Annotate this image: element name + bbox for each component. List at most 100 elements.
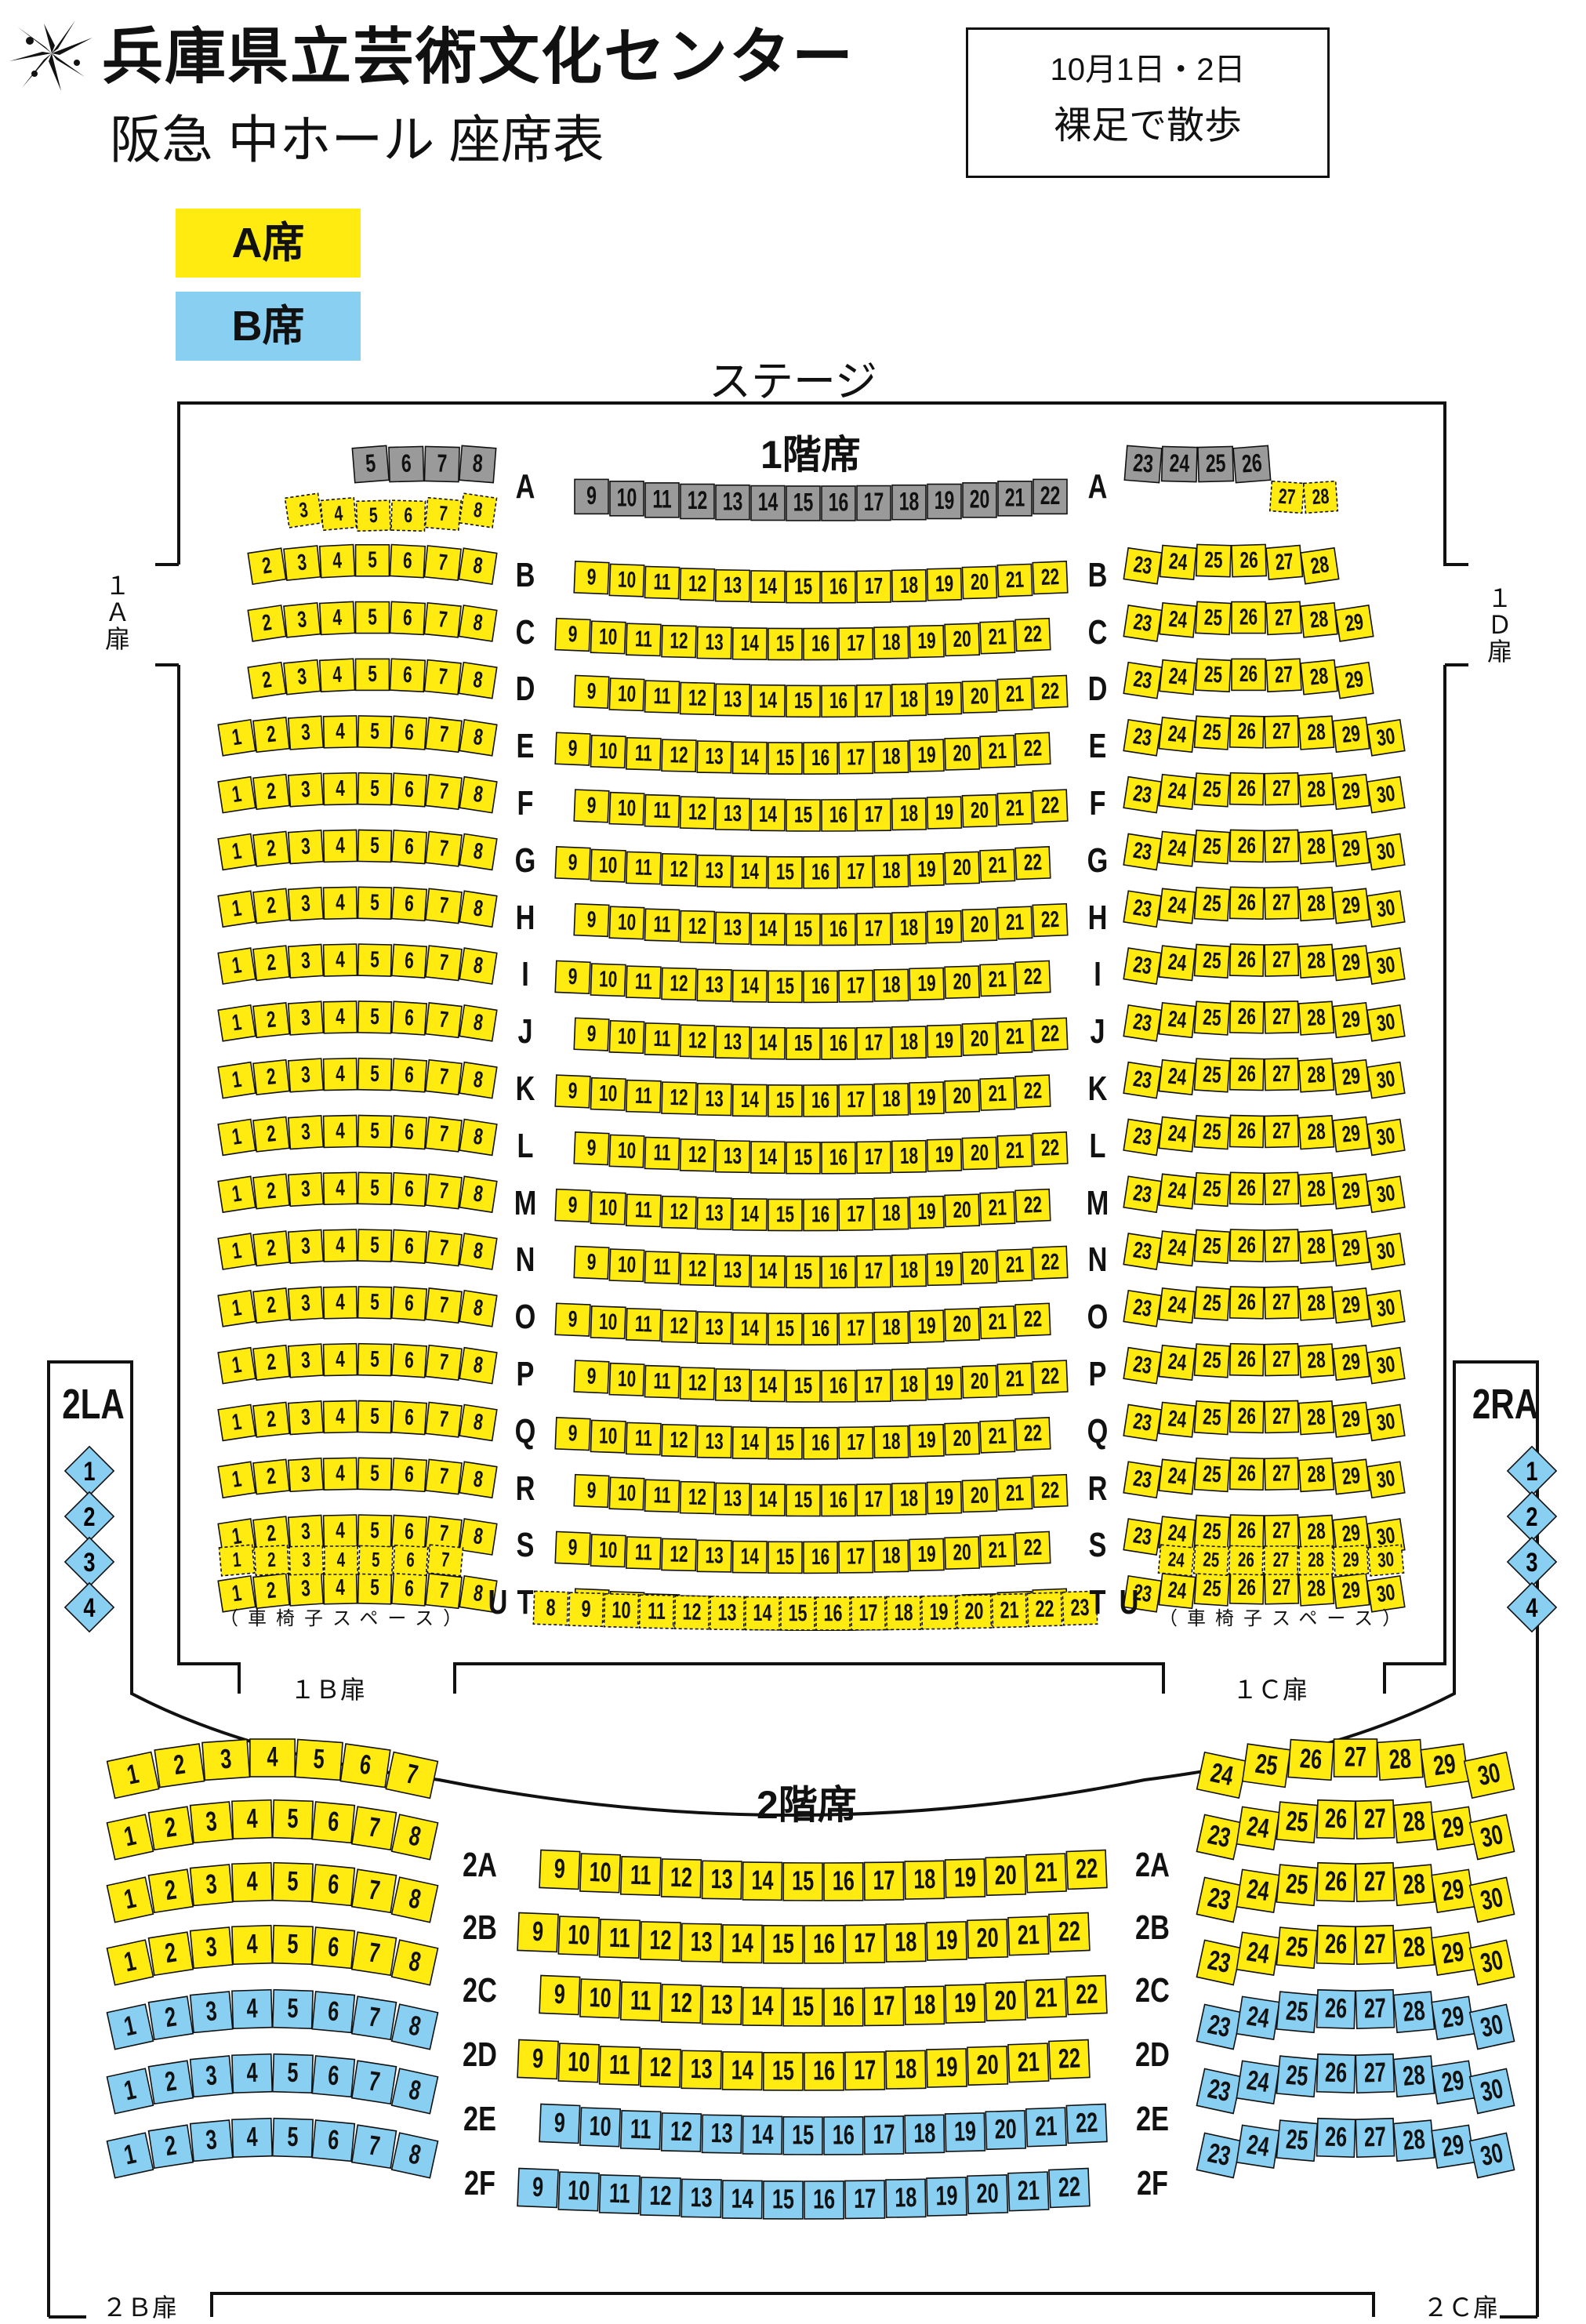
row-k-right-seat-26[interactable]: 26	[1229, 1057, 1265, 1091]
row-d-center-seat-20[interactable]: 20	[961, 680, 998, 714]
row-r-center-seat-14[interactable]: 14	[750, 1483, 786, 1516]
row-o-center-seat-10[interactable]: 10	[590, 1305, 626, 1340]
row-e-center-seat-10[interactable]: 10	[590, 735, 626, 769]
row-i-right-seat-23[interactable]: 23	[1123, 947, 1163, 985]
row-q-left-seat-1[interactable]: 1	[217, 1403, 256, 1442]
row-c-left-seat-7[interactable]: 7	[423, 601, 462, 638]
row-k-center-seat-20[interactable]: 20	[944, 1079, 981, 1113]
row-2c-center-seat-13[interactable]: 13	[701, 1985, 742, 2025]
row-c-center-seat-10[interactable]: 10	[590, 620, 626, 655]
row-p-center-seat-21[interactable]: 21	[996, 1362, 1033, 1396]
row-l-center-seat-12[interactable]: 12	[679, 1138, 716, 1172]
row-f-center-seat-12[interactable]: 12	[679, 796, 716, 830]
row-b-right-seat-26[interactable]: 26	[1231, 543, 1268, 578]
row-b-center-seat-13[interactable]: 13	[714, 568, 751, 603]
row-g-center-seat-14[interactable]: 14	[731, 855, 768, 889]
row-p-left-seat-8[interactable]: 8	[459, 1346, 498, 1385]
row-l-right-seat-24[interactable]: 24	[1158, 1116, 1196, 1153]
row-m-left-seat-5[interactable]: 5	[357, 1171, 393, 1206]
row-m-right-seat-28[interactable]: 28	[1297, 1171, 1335, 1207]
row-c-center-seat-17[interactable]: 17	[838, 626, 874, 660]
row-r-right-seat-29[interactable]: 29	[1332, 1458, 1370, 1495]
row-2c-right-seat-27[interactable]: 27	[1355, 1924, 1395, 1966]
row-2f-center-seat-20[interactable]: 20	[967, 2174, 1009, 2215]
row-2b-center-seat-9[interactable]: 9	[517, 1912, 559, 1953]
row-2d-right-seat-29[interactable]: 29	[1431, 1995, 1475, 2040]
row-s-right-seat-25[interactable]: 25	[1193, 1514, 1231, 1549]
row-2a-left-seat-7[interactable]: 7	[350, 1806, 397, 1851]
row-a-center-seat-15[interactable]: 15	[786, 485, 821, 521]
row-p-left-seat-1[interactable]: 1	[217, 1346, 256, 1385]
row-h-right-seat-25[interactable]: 25	[1193, 886, 1231, 922]
row-f-center-seat-9[interactable]: 9	[573, 789, 610, 823]
row-2f-right-seat-30[interactable]: 30	[1468, 2132, 1515, 2179]
row-o-left-seat-5[interactable]: 5	[357, 1286, 393, 1320]
row-m-center-seat-15[interactable]: 15	[767, 1198, 803, 1232]
row-d-right-seat-23[interactable]: 23	[1123, 661, 1163, 699]
row-2a-center-seat-12[interactable]: 12	[660, 1858, 702, 1898]
row-2b-center-seat-15[interactable]: 15	[762, 1925, 804, 1964]
row-j-right-seat-29[interactable]: 29	[1332, 1002, 1370, 1039]
row-2f-center-seat-19[interactable]: 19	[926, 2177, 967, 2217]
row-c-right-seat-25[interactable]: 25	[1195, 601, 1232, 636]
row-s-center-seat-9[interactable]: 9	[554, 1531, 591, 1566]
row-s-left-seat-8[interactable]: 8	[459, 1518, 498, 1556]
row-top-left-seat-3[interactable]: 3	[201, 1738, 251, 1781]
row-b-center-seat-11[interactable]: 11	[644, 565, 680, 600]
row-h-center-seat-10[interactable]: 10	[608, 906, 645, 940]
row-e-right-seat-29[interactable]: 29	[1332, 717, 1370, 753]
row-k-right-seat-30[interactable]: 30	[1366, 1061, 1406, 1099]
row-2e-right-seat-29[interactable]: 29	[1431, 2060, 1475, 2104]
row-j-center-seat-19[interactable]: 19	[926, 1024, 963, 1058]
row-2d-left-seat-8[interactable]: 8	[390, 2003, 439, 2050]
row-s-center-seat-22[interactable]: 22	[1014, 1531, 1051, 1566]
row-i-right-seat-25[interactable]: 25	[1193, 943, 1231, 979]
row-i-center-seat-18[interactable]: 18	[873, 968, 909, 1002]
row-s-center-seat-18[interactable]: 18	[873, 1539, 909, 1573]
row-g-right-seat-29[interactable]: 29	[1332, 830, 1370, 867]
row-m-left-seat-4[interactable]: 4	[322, 1171, 358, 1206]
row-2d-left-seat-4[interactable]: 4	[231, 1988, 274, 2030]
row-m-right-seat-25[interactable]: 25	[1193, 1171, 1231, 1207]
row-l-right-seat-23[interactable]: 23	[1123, 1118, 1163, 1157]
row-q-left-seat-3[interactable]: 3	[287, 1400, 325, 1436]
row-2a-left-seat-2[interactable]: 2	[147, 1806, 194, 1851]
row-i-left-seat-8[interactable]: 8	[459, 947, 498, 985]
row-r-center-seat-12[interactable]: 12	[679, 1480, 716, 1515]
row-i-center-seat-17[interactable]: 17	[838, 969, 874, 1003]
row-2c-right-seat-30[interactable]: 30	[1468, 1939, 1515, 1986]
row-o-left-seat-7[interactable]: 7	[425, 1287, 463, 1324]
row-e-center-seat-16[interactable]: 16	[803, 742, 839, 775]
row-p-left-seat-7[interactable]: 7	[425, 1344, 463, 1381]
row-b-center-seat-21[interactable]: 21	[996, 563, 1033, 597]
row-c-center-seat-18[interactable]: 18	[873, 626, 909, 659]
row-g-center-seat-19[interactable]: 19	[909, 853, 945, 887]
row-h-center-seat-14[interactable]: 14	[750, 912, 786, 946]
row-l-right-seat-25[interactable]: 25	[1193, 1115, 1231, 1150]
row-top-left-seat-6[interactable]: 6	[339, 1743, 391, 1788]
row-k-left-seat-1[interactable]: 1	[217, 1061, 256, 1099]
row-e-left-seat-7[interactable]: 7	[425, 717, 463, 753]
row-j-right-seat-28[interactable]: 28	[1297, 1000, 1335, 1036]
row-r-center-seat-18[interactable]: 18	[891, 1482, 927, 1516]
row-e-right-seat-23[interactable]: 23	[1123, 718, 1163, 757]
row-top-right-seat-28[interactable]: 28	[1376, 1738, 1424, 1781]
row-d-left-seat-5[interactable]: 5	[354, 658, 390, 692]
row-t-right-seat-25[interactable]: 25	[1193, 1571, 1231, 1607]
row-t-left-seat-5[interactable]: 5	[357, 1571, 393, 1605]
row-e-center-seat-19[interactable]: 19	[909, 739, 945, 772]
row-a-center-seat-20[interactable]: 20	[962, 482, 997, 518]
row-s-right-seat-27[interactable]: 27	[1264, 1514, 1300, 1548]
row-g-right-seat-25[interactable]: 25	[1193, 830, 1231, 865]
row-2e-center-seat-11[interactable]: 11	[619, 2110, 662, 2151]
row-2b-right-seat-27[interactable]: 27	[1355, 1861, 1395, 1903]
row-2d-left-seat-3[interactable]: 3	[189, 1991, 234, 2034]
row-i-center-seat-14[interactable]: 14	[731, 969, 768, 1003]
row-u-center-seat-23[interactable]: 23	[1062, 1590, 1098, 1626]
row-c-left-seat-4[interactable]: 4	[318, 601, 356, 636]
row-2d-left-seat-1[interactable]: 1	[106, 2003, 154, 2050]
row-q-center-seat-22[interactable]: 22	[1014, 1417, 1051, 1451]
row-a-right-seat-25[interactable]: 25	[1197, 445, 1235, 483]
row-q-right-seat-23[interactable]: 23	[1123, 1403, 1163, 1442]
row-p-center-seat-11[interactable]: 11	[644, 1364, 680, 1399]
